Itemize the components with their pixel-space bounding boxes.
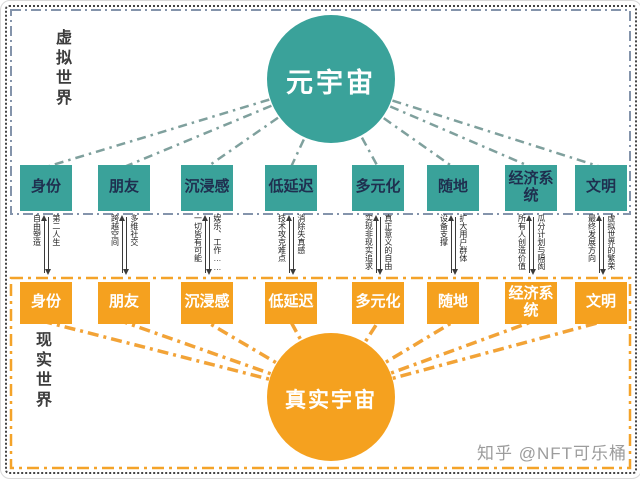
orange-box-friends: 朋友: [98, 282, 150, 324]
up-arrow: [372, 215, 379, 273]
down-caption: 扩大用户群体: [458, 214, 468, 262]
orange-box-diversity: 多元化: [352, 282, 404, 324]
up-caption: 设备支撑: [439, 214, 449, 246]
virtual-world-label: 虚拟世界: [53, 29, 70, 109]
down-caption: 多维社交: [129, 214, 139, 246]
up-caption: 跨越空间: [110, 214, 120, 246]
mapping-identity: 自由塑造 第二人生: [20, 214, 72, 276]
teal-box-low-latency: 低延迟: [265, 165, 317, 211]
real-universe-title: 真实宇宙: [285, 388, 377, 412]
down-caption: 第二人生: [51, 214, 61, 246]
mapping-low-latency: 技术攻克难点 消除失真感: [265, 214, 317, 276]
teal-box-friends: 朋友: [98, 165, 150, 211]
down-arrow: [599, 217, 606, 275]
watermark: 知乎 @NFT可乐桶: [476, 444, 627, 463]
up-arrow: [595, 215, 602, 273]
down-arrow: [451, 217, 458, 275]
real-world-section-border: [9, 276, 632, 470]
mapping-economic-system: 所有人创造价值 瓜分计划与隔阂: [505, 214, 557, 276]
orange-box-immersion: 沉浸感: [181, 282, 233, 324]
down-arrow: [122, 217, 129, 275]
down-arrow: [205, 217, 212, 275]
teal-box-anywhere: 随地: [427, 165, 479, 211]
mapping-immersion: 一切皆有可能 娱乐、工作……: [181, 214, 233, 276]
up-caption: 实现非现实追求: [364, 214, 374, 270]
down-caption: 娱乐、工作……: [212, 214, 222, 272]
down-arrow: [376, 217, 383, 275]
down-arrow: [529, 217, 536, 275]
up-caption: 一切皆有可能: [193, 214, 203, 262]
up-caption: 自由塑造: [32, 214, 42, 246]
mapping-friends: 跨越空间 多维社交: [98, 214, 150, 276]
metaverse-title: 元宇宙: [286, 68, 376, 98]
down-caption: 消除失真感: [296, 214, 306, 254]
up-arrow: [447, 215, 454, 273]
teal-box-immersion: 沉浸感: [181, 165, 233, 211]
up-arrow: [118, 215, 125, 273]
mapping-anywhere: 设备支撑 扩大用户群体: [427, 214, 479, 276]
orange-box-civilization: 文明: [575, 282, 627, 324]
teal-box-civilization: 文明: [575, 165, 627, 211]
metaverse-circle: [267, 15, 395, 143]
down-caption: 虚拟世界的繁荣: [606, 214, 616, 270]
down-arrow: [289, 217, 296, 275]
orange-box-identity: 身份: [20, 282, 72, 324]
teal-box-diversity: 多元化: [352, 165, 404, 211]
real-universe-circle: [267, 333, 395, 461]
up-arrow: [285, 215, 292, 273]
real-world-label: 现实世界: [33, 331, 50, 411]
orange-box-economic-system: 经济系统: [505, 282, 557, 324]
up-caption: 最终发展方向: [587, 214, 597, 262]
down-arrow: [44, 217, 51, 275]
mapping-civilization: 最终发展方向 虚拟世界的繁荣: [575, 214, 627, 276]
up-caption: 所有人创造价值: [517, 214, 527, 270]
up-arrow: [40, 215, 47, 273]
teal-box-identity: 身份: [20, 165, 72, 211]
mapping-diversity: 实现非现实追求 真正意义的自由: [352, 214, 404, 276]
down-caption: 瓜分计划与隔阂: [536, 214, 546, 270]
teal-box-economic-system: 经济系统: [505, 165, 557, 211]
virtual-world-section-border: [10, 9, 631, 215]
orange-box-anywhere: 随地: [427, 282, 479, 324]
orange-box-low-latency: 低延迟: [265, 282, 317, 324]
up-caption: 技术攻克难点: [277, 214, 287, 262]
down-caption: 真正意义的自由: [383, 214, 393, 270]
up-arrow: [525, 215, 532, 273]
up-arrow: [201, 215, 208, 273]
